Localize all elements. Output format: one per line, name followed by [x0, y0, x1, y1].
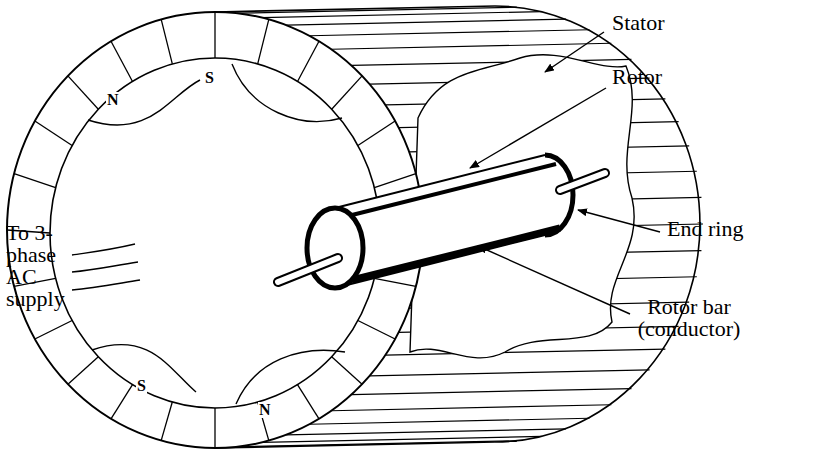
end-ring [307, 208, 363, 288]
stator-front-face [7, 12, 423, 448]
supply-label: To 3-phase AC supply [6, 222, 65, 310]
pole-label: S [136, 378, 147, 394]
rotor-bar [352, 228, 560, 280]
supply-wires [72, 244, 140, 290]
pole-label: S [204, 70, 215, 86]
stator-slots [7, 12, 423, 448]
part-label: Rotor [612, 66, 662, 88]
stator-bore [50, 58, 380, 408]
pole-label: N [258, 402, 272, 418]
pole-label: N [106, 92, 120, 108]
part-label: End ring [667, 218, 743, 240]
rotor [278, 155, 605, 288]
stator-top-edge [215, 6, 495, 12]
part-label: Rotor bar (conductor) [628, 296, 750, 340]
part-label: Stator [612, 12, 665, 34]
